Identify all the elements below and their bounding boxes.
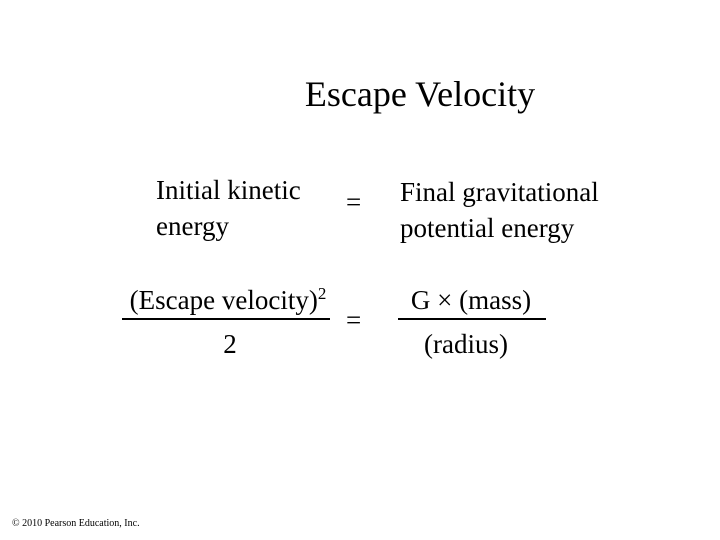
equals-sign-top: = [346, 187, 362, 217]
copyright-notice: © 2010 Pearson Education, Inc. [12, 518, 140, 529]
escape-velocity-numerator: (Escape velocity)2 [120, 282, 336, 318]
radius-denominator: (radius) [424, 329, 508, 359]
squared-exponent: 2 [317, 284, 327, 303]
right-fraction-bar [398, 318, 546, 320]
equals-sign-bottom: = [346, 305, 362, 335]
initial-kinetic-energy-label: Initial kinetic energy [156, 172, 301, 244]
final-potential-energy-line1: Final gravitational [400, 177, 599, 207]
initial-kinetic-energy-line2: energy [156, 211, 229, 241]
initial-kinetic-energy-line1: Initial kinetic [156, 175, 301, 205]
left-denominator: 2 [223, 329, 237, 359]
final-potential-energy-line2: potential energy [400, 213, 575, 243]
left-fraction-bar [122, 318, 330, 320]
slide-title: Escape Velocity [304, 74, 536, 114]
gravity-mass-numerator: G × (mass) [410, 285, 532, 315]
final-potential-energy-label: Final gravitational potential energy [400, 174, 599, 246]
escape-velocity-text: (Escape velocity) [129, 285, 318, 315]
